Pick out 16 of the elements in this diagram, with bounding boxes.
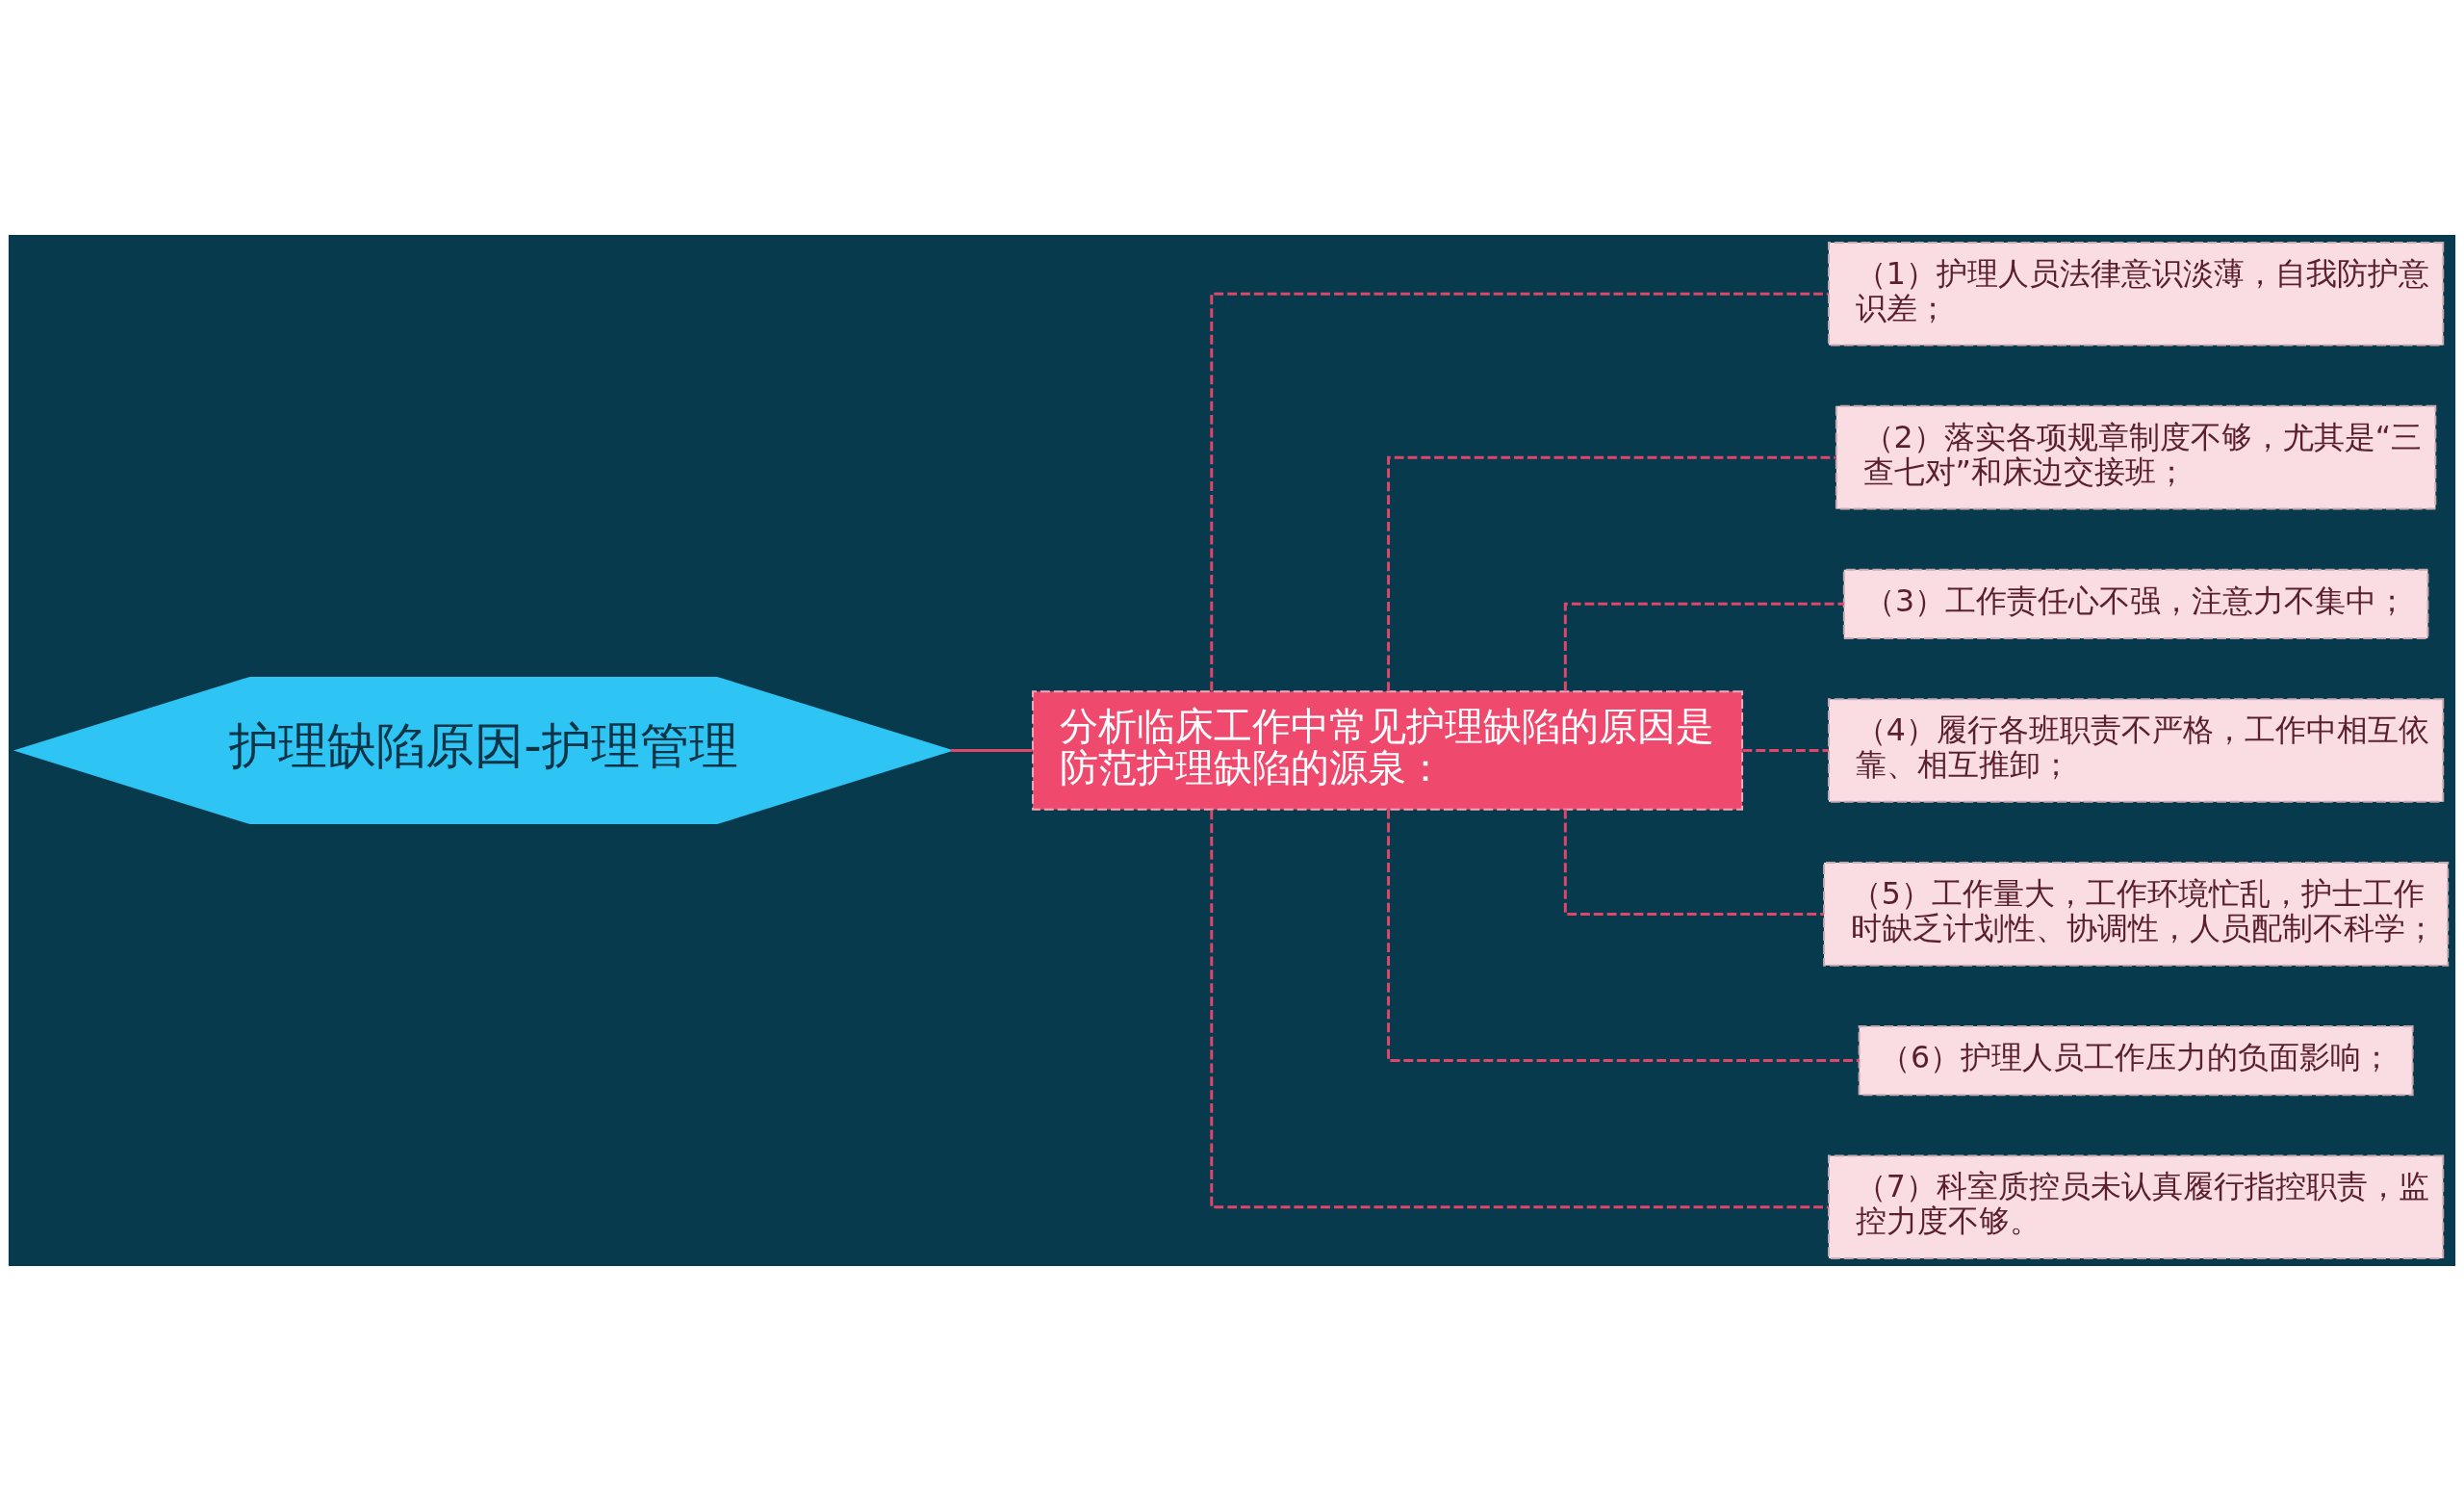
node-box: （4）履行各班职责不严格，工作中相互依靠、相互推卸；	[1828, 697, 2445, 803]
connector	[1387, 455, 1836, 691]
connector	[1563, 602, 1844, 691]
connector	[1563, 809, 1824, 916]
node-box: （7）科室质控员未认真履行指控职责，监控力度不够。	[1828, 1153, 2445, 1259]
node-box: （5）工作量大，工作环境忙乱，护士工作时缺乏计划性、协调性，人员配制不科学；	[1823, 861, 2450, 967]
connector	[1210, 292, 1829, 690]
node-box: （1）护理人员法律意识淡薄，自我防护意识差；	[1828, 241, 2445, 347]
node-box: （6）护理人员工作压力的负面影响；	[1858, 1024, 2414, 1096]
connector	[1742, 748, 1829, 752]
connector	[1210, 810, 1829, 1208]
connector	[1387, 809, 1860, 1062]
node-box: 分析临床工作中常见护理缺陷的原因是防范护理缺陷的源泉：	[1032, 689, 1744, 811]
node-box: （2）落实各项规章制度不够，尤其是“三查七对”和床边交接班；	[1835, 404, 2437, 510]
connector	[950, 748, 1033, 752]
node-box: （3）工作责任心不强，注意力不集中；	[1842, 568, 2429, 639]
